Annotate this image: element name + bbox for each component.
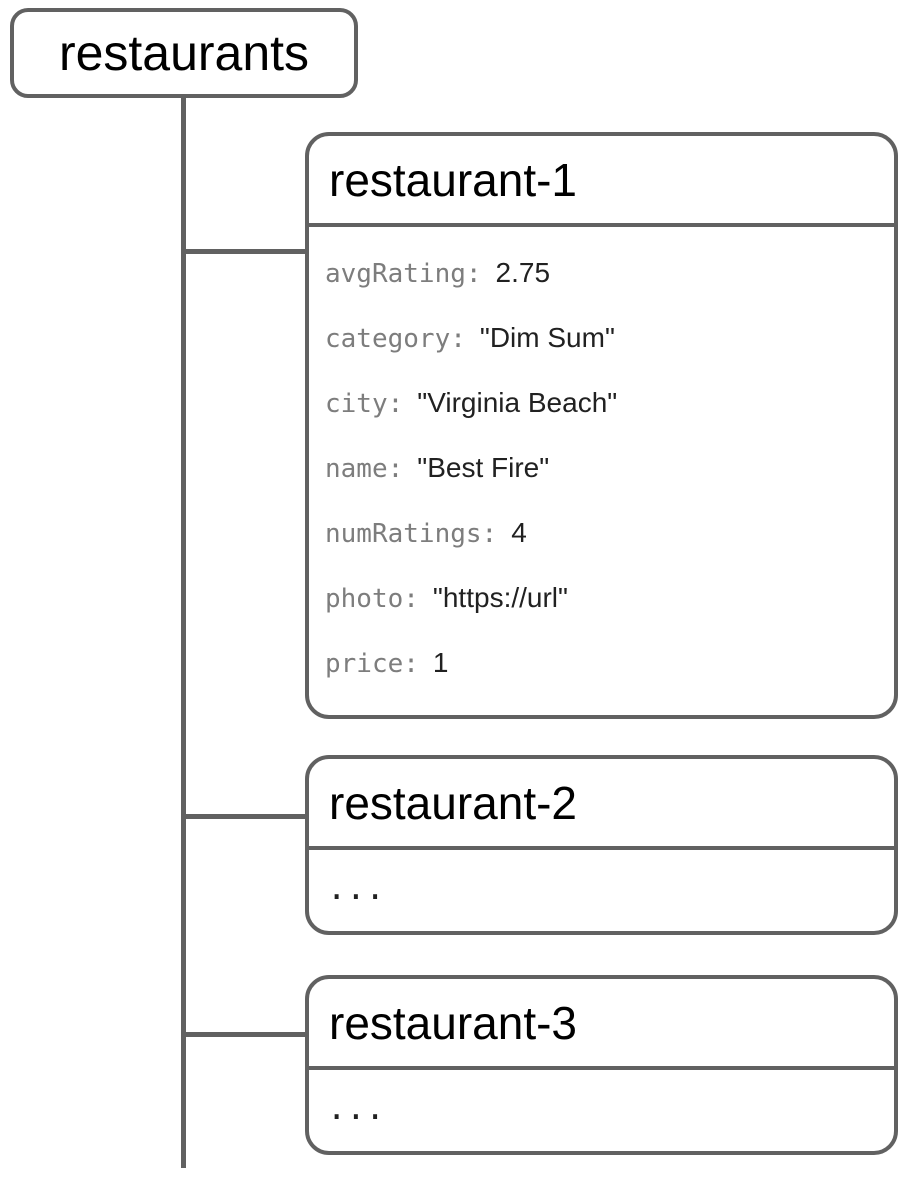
branch-line-restaurant-1 xyxy=(183,249,307,254)
field-value: 2.75 xyxy=(495,257,551,288)
field-key: city: xyxy=(325,389,404,419)
field-value: "Dim Sum" xyxy=(479,322,615,353)
document-fields-restaurant-1: avgRating: 2.75 category: "Dim Sum" city… xyxy=(309,227,894,718)
field-row: city: "Virginia Beach" xyxy=(325,387,874,419)
collection-label: restaurants xyxy=(58,25,310,81)
document-title-restaurant-3: restaurant-3 xyxy=(309,979,894,1070)
field-row: name: "Best Fire" xyxy=(325,452,874,484)
field-row: photo: "https://url" xyxy=(325,582,874,614)
field-key: price: xyxy=(325,649,419,679)
field-value: "Virginia Beach" xyxy=(417,387,618,418)
field-row: avgRating: 2.75 xyxy=(325,257,874,289)
collection-node-restaurants: restaurants xyxy=(10,8,358,98)
field-row: category: "Dim Sum" xyxy=(325,322,874,354)
field-value: "https://url" xyxy=(432,582,568,613)
document-collapsed-fields-restaurant-2: ... xyxy=(327,869,385,907)
field-key: category: xyxy=(325,324,466,354)
document-card-restaurant-3: restaurant-3 ... xyxy=(305,975,898,1155)
field-key: photo: xyxy=(325,584,419,614)
field-value: 4 xyxy=(511,517,527,548)
branch-line-restaurant-2 xyxy=(183,814,307,819)
field-row: price: 1 xyxy=(325,647,874,679)
field-value: 1 xyxy=(432,647,449,678)
field-row: numRatings: 4 xyxy=(325,517,874,549)
field-value: "Best Fire" xyxy=(417,452,550,483)
field-key: name: xyxy=(325,454,404,484)
document-card-restaurant-2: restaurant-2 ... xyxy=(305,755,898,935)
branch-line-restaurant-3 xyxy=(183,1032,307,1037)
field-key: numRatings: xyxy=(325,519,498,549)
tree-trunk-line xyxy=(181,95,186,1168)
document-title-restaurant-1: restaurant-1 xyxy=(309,136,894,227)
document-card-restaurant-1: restaurant-1 avgRating: 2.75 category: "… xyxy=(305,132,898,719)
document-collapsed-fields-restaurant-3: ... xyxy=(327,1089,385,1127)
document-title-restaurant-2: restaurant-2 xyxy=(309,759,894,850)
field-key: avgRating: xyxy=(325,259,482,289)
